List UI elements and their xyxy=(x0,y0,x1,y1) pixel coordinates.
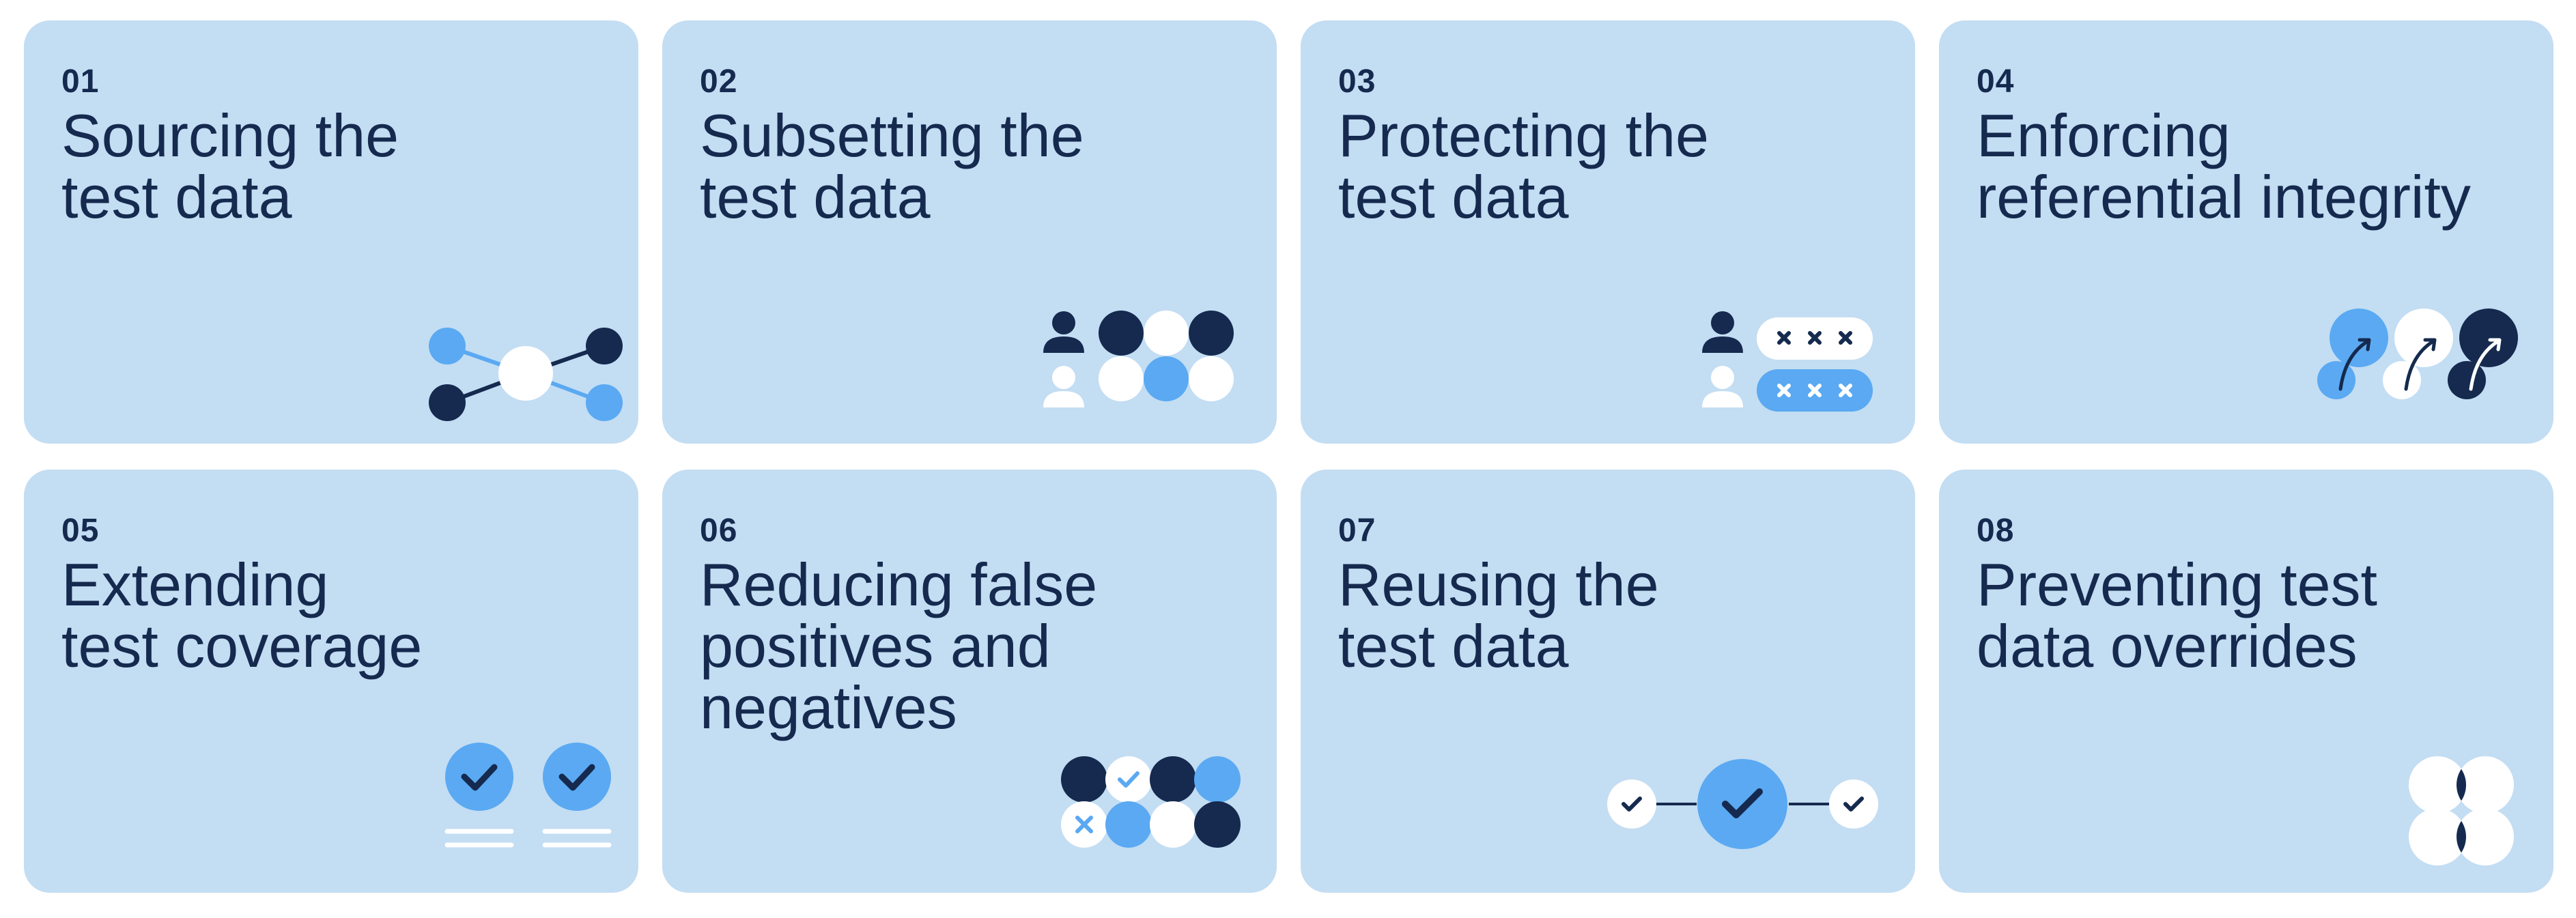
card-title: Extending test coverage xyxy=(61,551,423,680)
card-title: Subsetting the test data xyxy=(700,102,1084,231)
card-reusing: 07 Reusing the test data xyxy=(1301,470,1915,893)
card-extending: 05 Extending test coverage xyxy=(24,470,638,893)
card-sourcing: 01 Sourcing the test data xyxy=(24,20,638,444)
card-title: Preventing test data overrides xyxy=(1977,551,2377,680)
card-title: Reusing the test data xyxy=(1338,551,1659,680)
card-title: Sourcing the test data xyxy=(61,102,399,231)
linked-circles-arrows-icon xyxy=(2317,309,2518,399)
card-subsetting: 02 Subsetting the test data xyxy=(662,20,1277,444)
users-subset-grid-icon xyxy=(1043,311,1234,407)
check-cross-grid-icon xyxy=(1061,756,1241,848)
card-number: 06 xyxy=(700,513,738,549)
double-checkmark-list-icon xyxy=(444,743,612,848)
card-number: 03 xyxy=(1338,63,1376,100)
card-number: 04 xyxy=(1977,63,2015,100)
card-preventing: 08 Preventing test data overrides xyxy=(1939,470,2553,893)
card-number: 02 xyxy=(700,63,738,100)
card-title: Protecting the test data xyxy=(1338,102,1709,231)
card-title: Enforcing referential integrity xyxy=(1977,102,2471,231)
card-number: 08 xyxy=(1977,513,2015,549)
card-number: 07 xyxy=(1338,513,1376,549)
network-nodes-icon xyxy=(429,328,623,421)
overlapping-circles-icon xyxy=(2409,756,2514,865)
card-enforcing: 04 Enforcing referential integrity xyxy=(1939,20,2553,444)
card-number: 01 xyxy=(61,63,100,100)
card-title: Reducing false positives and negatives xyxy=(700,551,1098,741)
users-masked-data-icon xyxy=(1702,311,1873,412)
card-reducing: 06 Reducing false positives and negative… xyxy=(662,470,1277,893)
connected-checkmarks-icon xyxy=(1607,759,1878,849)
card-protecting: 03 Protecting the test data xyxy=(1301,20,1915,444)
card-number: 05 xyxy=(61,513,100,549)
